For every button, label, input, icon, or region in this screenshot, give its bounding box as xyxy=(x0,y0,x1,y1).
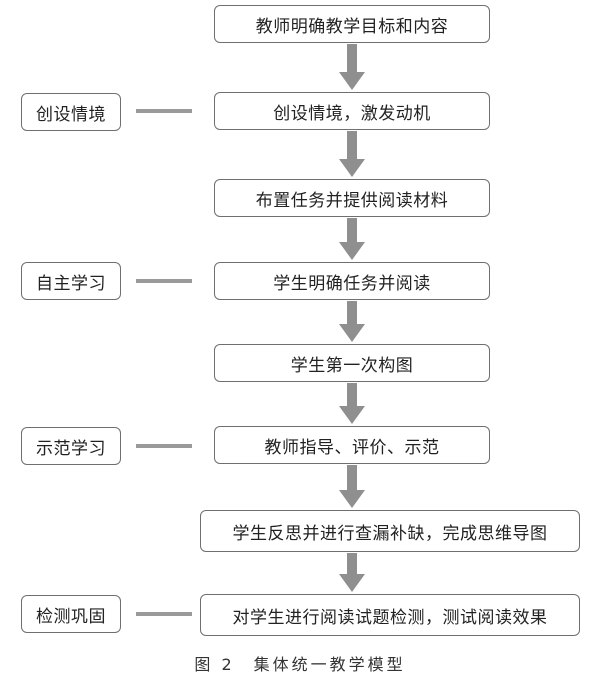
stage-box-self-study: 自主学习 xyxy=(21,262,121,300)
step-label-6: 教师指导、评价、示范 xyxy=(264,437,440,458)
step-label-5: 学生第一次构图 xyxy=(290,355,414,376)
connector-stage-3 xyxy=(136,444,192,448)
step-label-7: 学生反思并进行查漏补缺，完成思维导图 xyxy=(232,523,548,544)
connector-stage-4 xyxy=(136,612,192,616)
stage-label-2: 自主学习 xyxy=(36,273,106,294)
arrow-down-icon-3 xyxy=(339,218,365,260)
stage-box-create-situation: 创设情境 xyxy=(21,93,121,131)
arrow-down-icon-5 xyxy=(339,383,365,424)
step-box-3: 布置任务并提供阅读材料 xyxy=(214,179,490,217)
arrow-down-icon-2 xyxy=(339,131,365,177)
step-box-8: 对学生进行阅读试题检测，测试阅读效果 xyxy=(200,594,580,636)
stage-label-4: 检测巩固 xyxy=(36,606,106,627)
step-box-5: 学生第一次构图 xyxy=(214,344,490,382)
arrow-down-icon-6 xyxy=(339,465,365,508)
step-box-7: 学生反思并进行查漏补缺，完成思维导图 xyxy=(200,510,580,552)
step-box-2: 创设情境，激发动机 xyxy=(214,92,490,130)
arrow-down-icon-7 xyxy=(339,553,365,592)
stage-label-3: 示范学习 xyxy=(36,438,106,459)
connector-stage-2 xyxy=(136,279,192,283)
step-box-4: 学生明确任务并阅读 xyxy=(214,262,490,300)
stage-label-1: 创设情境 xyxy=(36,104,106,125)
figure-caption: 图 2 集体统一教学模型 xyxy=(194,655,406,674)
step-label-2: 创设情境，激发动机 xyxy=(273,103,431,124)
step-label-1: 教师明确教学目标和内容 xyxy=(255,16,449,37)
step-label-4: 学生明确任务并阅读 xyxy=(273,273,431,294)
stage-box-demo-study: 示范学习 xyxy=(21,427,121,465)
arrow-down-icon-4 xyxy=(339,301,365,342)
step-label-8: 对学生进行阅读试题检测，测试阅读效果 xyxy=(232,607,548,628)
step-box-6: 教师指导、评价、示范 xyxy=(214,426,490,464)
arrow-down-icon-1 xyxy=(339,44,365,90)
stage-box-test-consolidate: 检测巩固 xyxy=(21,595,121,633)
connector-stage-1 xyxy=(136,109,192,113)
step-box-1: 教师明确教学目标和内容 xyxy=(214,5,490,43)
step-label-3: 布置任务并提供阅读材料 xyxy=(255,190,449,211)
